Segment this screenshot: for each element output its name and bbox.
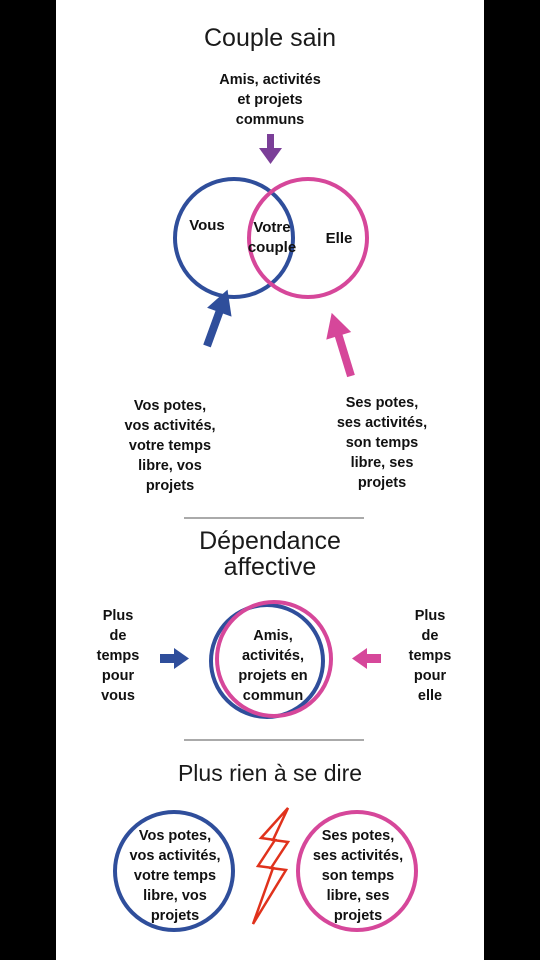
vous-label: Vous bbox=[189, 217, 225, 234]
pink-left-arrow bbox=[352, 648, 381, 669]
lightning-bolt-icon bbox=[251, 807, 291, 925]
plus-de-temps-vous-label: Plus de temps pour vous bbox=[96, 608, 140, 704]
elle-circle bbox=[247, 177, 369, 299]
infographic-panel: Couple sain Amis, activités et projets c… bbox=[56, 0, 484, 960]
dependance-title: Dépendance affective bbox=[56, 528, 484, 580]
vos-potes-circle bbox=[113, 810, 235, 932]
ses-potes-caption: Ses potes, ses activités, son temps libr… bbox=[336, 395, 428, 491]
purple-down-arrow bbox=[259, 134, 282, 164]
plus-de-temps-elle-label: Plus de temps pour elle bbox=[408, 608, 452, 704]
diagram-graphics bbox=[113, 134, 418, 932]
pink-up-arrow bbox=[326, 312, 355, 378]
amis-activites-label: Amis, activités, projets en commun bbox=[238, 628, 308, 704]
shared-activities-label: Amis, activités et projets communs bbox=[219, 72, 321, 128]
vous-circle bbox=[173, 177, 295, 299]
dependance-title-line1: Dépendance bbox=[199, 527, 341, 555]
vos-potes-circle-label: Vos potes, vos activités, votre temps li… bbox=[129, 828, 221, 924]
dependance-title-line2: affective bbox=[223, 553, 317, 581]
votre-couple-label: Votre couple bbox=[247, 219, 297, 256]
blue-up-arrow bbox=[203, 289, 232, 348]
dependance-pink-circle bbox=[215, 600, 333, 718]
blue-right-arrow bbox=[160, 648, 189, 669]
ses-potes-circle-label: Ses potes, ses activités, son temps libr… bbox=[312, 828, 404, 924]
elle-label: Elle bbox=[325, 230, 353, 247]
ses-potes-circle bbox=[296, 810, 418, 932]
plus-rien-title: Plus rien à se dire bbox=[177, 760, 363, 786]
vos-potes-caption: Vos potes, vos activités, votre temps li… bbox=[124, 398, 216, 494]
couple-sain-title: Couple sain bbox=[203, 24, 337, 52]
